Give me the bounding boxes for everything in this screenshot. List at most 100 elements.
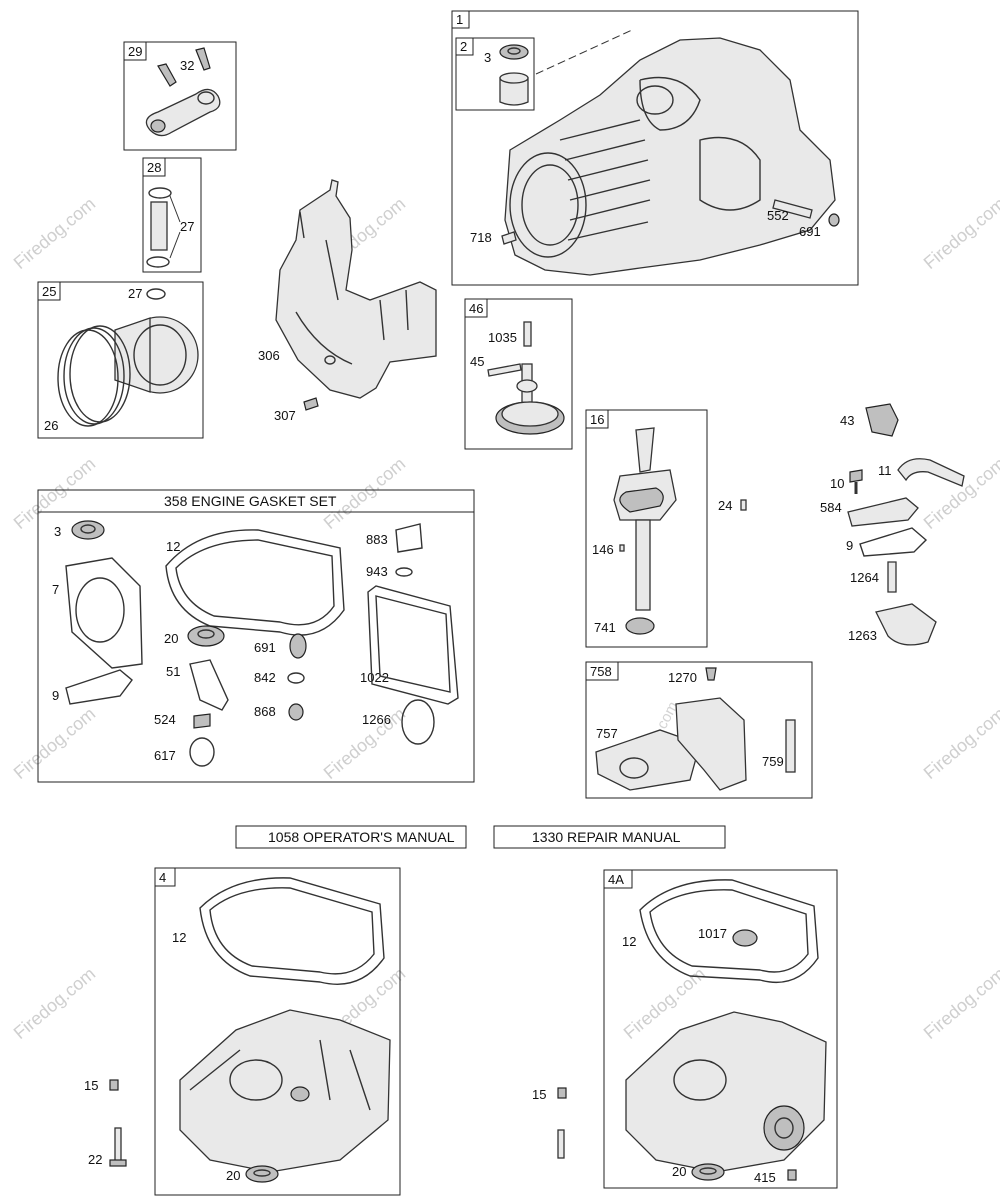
crankshaft-group: 16 146 741 [585,409,708,648]
box-tag [585,661,619,681]
air-guide-detail [295,211,409,365]
box-gasket-set [37,489,475,783]
repair-manual-label: 1330 REPAIR MANUAL [532,829,681,845]
callout: 12 [172,930,186,945]
breather-group: 43 10 11 584 9 1264 1263 [820,403,965,646]
seal-part [80,524,96,534]
cam-lobe-part [516,379,538,393]
box-tag [37,281,61,301]
gasket-set-title: 358 ENGINE GASKET SET [164,493,337,509]
crank-counterweight [619,487,664,513]
pin-part [150,201,168,251]
manuals-group: 1058 OPERATOR'S MANUAL 1330 REPAIR MANUA… [235,825,726,849]
seal-part [691,1163,725,1181]
callout: 307 [274,408,296,423]
callout: 1022 [360,670,389,685]
gasket-part [189,659,229,711]
sump-bore-part [673,1059,727,1101]
callout: 757 [596,726,618,741]
box-bushing [455,37,535,111]
box-tag [142,157,166,177]
callout: 883 [366,532,388,547]
key-part [619,544,625,552]
callout: 691 [799,224,821,239]
screw-part [849,469,863,483]
box-number: 758 [590,664,612,679]
box-tag [455,37,474,56]
breather-tube-part [897,458,965,487]
screw-part [303,397,319,411]
head-gasket-bore [75,577,125,643]
seal-part [193,713,211,729]
air-guide-group: 306 307 [258,179,437,423]
box-sump [154,867,401,1196]
screw-part [705,667,717,681]
fin-part [559,119,651,241]
bolt-part [157,63,177,87]
callout: 1266 [362,712,391,727]
gasket-part [65,669,133,705]
seal-part [245,1165,279,1183]
piston-ring-part [69,325,131,423]
box-tag [585,409,609,429]
callout: 32 [180,58,194,73]
box-crankshaft [585,409,708,648]
piston-ring-part [63,327,125,425]
callout: 9 [846,538,853,553]
screw-part [114,1127,122,1165]
callout: 1035 [488,330,517,345]
box-tag [464,298,488,318]
callout: 584 [820,500,842,515]
callout: 146 [592,542,614,557]
callout: 51 [166,664,180,679]
pump-housing-part [763,1105,805,1151]
watermark: Firedog.com [920,703,1000,783]
leader-line [169,231,181,259]
screw-part [109,1159,127,1167]
dowel-part [501,231,517,245]
callout: 24 [718,498,732,513]
plate-part [875,603,937,646]
seal-part [288,703,304,721]
crank-bore-part [636,85,674,115]
tube-part [772,199,813,219]
callout: 3 [54,524,61,539]
o-ring-part [395,567,413,577]
callout: 718 [470,230,492,245]
air-guide-part [275,179,437,399]
crankcase-gasket-part [165,529,345,636]
breather-cover-part [847,497,919,527]
callout: 415 [754,1170,776,1185]
box-tag [154,867,176,887]
sump-bore-part [290,1086,310,1102]
screw-part [787,1169,797,1181]
valve-part [865,403,899,437]
pump-part [732,929,758,947]
seal-part [71,520,105,540]
callout: 1017 [698,926,727,941]
sump-detail [189,1039,371,1111]
watermark: Firedog.com [10,193,99,273]
box-number: 29 [128,44,142,59]
seal-part [289,633,307,659]
cylinder-bore-part [521,164,579,246]
governor-group: 758 1270 757 759 [585,661,813,799]
callout: 9 [52,688,59,703]
air-guide-hole [324,355,336,365]
gasket-part [395,523,423,553]
o-ring-part [189,737,215,767]
box-connecting-rod [123,41,237,151]
watermark: Firedog.com [10,963,99,1043]
sump-gasket-part [639,879,819,984]
seal-part [253,1169,271,1177]
box-number: 4 [159,870,166,885]
sump-part [179,1009,391,1173]
leader-line [535,29,633,75]
box-governor [585,661,813,799]
crank-gear-part [625,617,655,635]
callout: 1263 [848,628,877,643]
crankshaft-part [635,519,651,611]
piston-group: 25 27 26 [37,281,204,439]
pin-part [785,719,796,773]
callout: 20 [164,631,178,646]
